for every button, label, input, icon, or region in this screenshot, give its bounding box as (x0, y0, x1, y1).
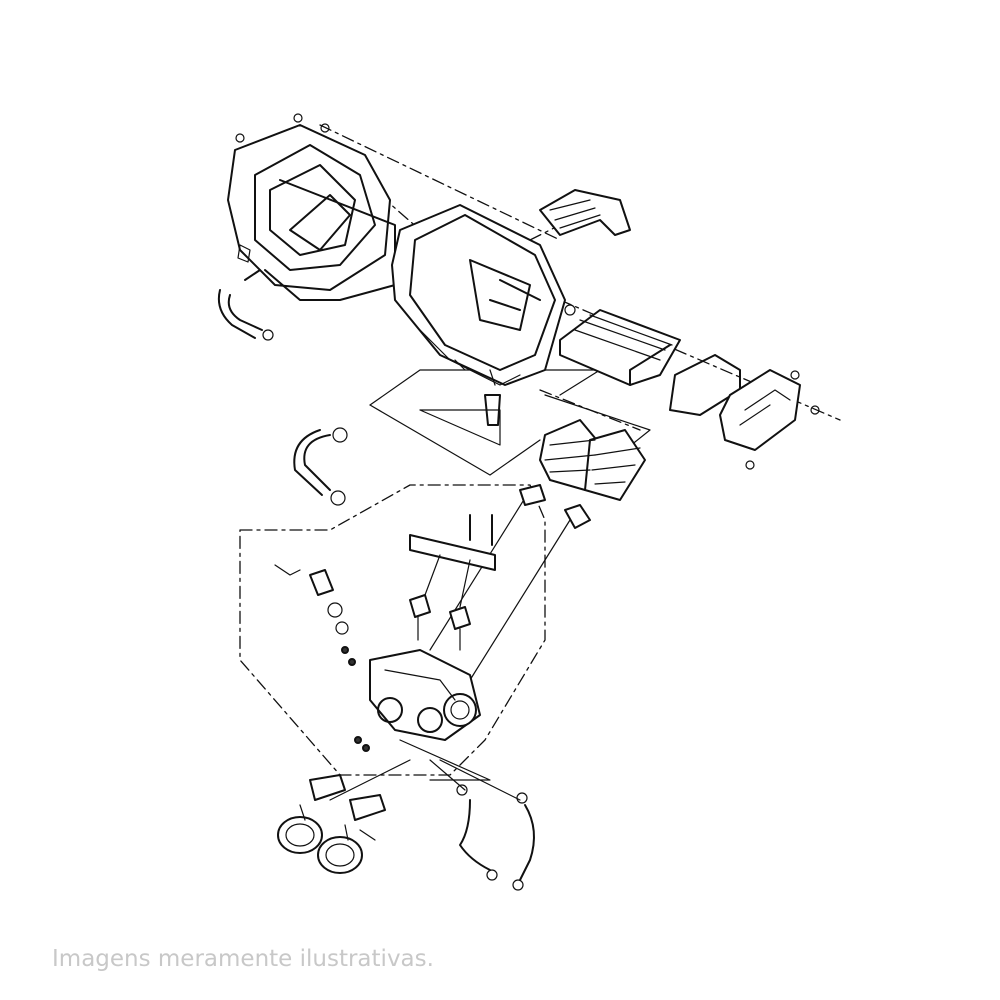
airbox-main (391, 204, 576, 426)
breather-hose (293, 427, 348, 506)
air-filter (559, 309, 681, 386)
intake-boots (519, 419, 646, 529)
manifold-joints (277, 774, 386, 874)
filter-cover-right (669, 354, 820, 470)
fuel-rail-injectors (409, 514, 496, 651)
throttle-body (274, 564, 481, 752)
intake-duct (539, 189, 631, 236)
leader-lines (239, 124, 841, 801)
disclaimer-caption: Imagens meramente ilustrativas. (52, 946, 434, 972)
vacuum-hoses (456, 784, 535, 891)
airbox-cover-left (217, 113, 396, 341)
